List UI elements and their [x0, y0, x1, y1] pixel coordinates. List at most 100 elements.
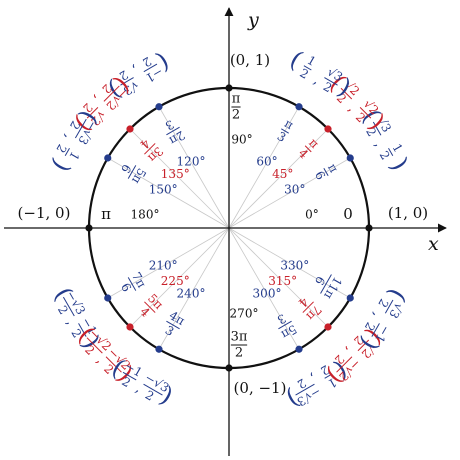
- coord-y-60-num: √3: [325, 65, 345, 85]
- radian-label-180: π: [101, 205, 111, 223]
- radian-label-120-bar: [166, 126, 180, 136]
- spoke-135: [129, 128, 230, 229]
- radian-label-90: π2: [231, 91, 241, 123]
- coord-0: (1, 0): [388, 204, 428, 222]
- radian-label-270: 3π2: [231, 329, 248, 360]
- coord-x-60-bar: [303, 65, 312, 71]
- point-60: [295, 103, 303, 111]
- spoke-150: [107, 157, 230, 229]
- spoke-300: [228, 227, 300, 350]
- radian-label-300-bar: [278, 320, 292, 330]
- degree-label-45: 45°: [272, 167, 293, 181]
- coord-x-330-num: √3: [386, 300, 406, 320]
- coord-x-210-bar: [62, 296, 75, 317]
- radian-label-60: π3: [275, 116, 296, 145]
- degree-label-225: 225°: [161, 274, 190, 288]
- radian-45: π4: [296, 135, 322, 161]
- point-120: [155, 103, 163, 111]
- radian-240: 4π3: [163, 308, 188, 339]
- point-270: [225, 364, 233, 372]
- degree-label-120: 120°: [177, 155, 206, 169]
- point-135: [126, 125, 134, 133]
- coord-comma-135: ,: [90, 92, 104, 106]
- spoke-240: [158, 227, 230, 350]
- radian-label-270-num: 3π: [231, 329, 248, 344]
- degree-label-300: 300°: [253, 286, 282, 300]
- circle-points: [85, 84, 373, 372]
- radian-60: π3: [275, 116, 296, 145]
- radian-label-300: 5π3: [275, 311, 300, 342]
- radian-label-210-bar: [127, 277, 137, 291]
- degree-label-240: 240°: [177, 286, 206, 300]
- radian-label-210: 7π6: [118, 270, 149, 294]
- radian-label-150-bar: [127, 165, 137, 179]
- coord-y-60-bar: [324, 77, 338, 86]
- radian-label-240-bar: [166, 320, 180, 330]
- coord-comma-120: ,: [129, 62, 141, 78]
- degree-label-150: 150°: [149, 183, 178, 197]
- coord-270: (0, −1): [234, 379, 287, 397]
- spoke-120: [158, 106, 230, 229]
- point-90: [225, 84, 233, 92]
- coord-y-225-bar: [105, 356, 122, 373]
- radian-120: 2π3: [163, 117, 187, 148]
- degree-label-135: 135°: [161, 167, 190, 181]
- radian-label-135-bar: [144, 143, 156, 155]
- radian-label-150: 5π6: [118, 162, 149, 187]
- radian-300: 5π3: [275, 311, 300, 342]
- degree-label-270: 270°: [230, 307, 259, 321]
- coord-x-315-bar: [357, 339, 370, 352]
- coord-comma-30: ,: [371, 138, 387, 150]
- coord-comma-300: ,: [307, 370, 319, 386]
- coord-x-30-bar: [372, 121, 382, 136]
- coord-comma-210: ,: [63, 316, 79, 328]
- point-0: [365, 224, 373, 232]
- spoke-45: [228, 128, 329, 229]
- radian-label-330-bar: [320, 274, 332, 294]
- coord-y-210-bar: [78, 323, 87, 337]
- coord-x-330-bar: [384, 299, 394, 314]
- coord-y-135-bar: [86, 107, 99, 119]
- coord-y-120-num: √3: [121, 78, 141, 98]
- coord-y-150-bar: [64, 148, 70, 156]
- radian-label-120: 2π3: [163, 117, 187, 148]
- point-240: [155, 345, 163, 353]
- point-45: [324, 125, 332, 133]
- coord-x-30-num: √3: [374, 115, 394, 135]
- coord-y-45-bar: [359, 107, 372, 119]
- y-axis-label: y: [247, 9, 259, 31]
- spoke-315: [228, 227, 329, 328]
- coord-x-120-bar: [143, 63, 158, 73]
- coord-comma-60: ,: [311, 72, 323, 88]
- coord-x-150-bar: [74, 118, 87, 139]
- coord-x-45: √22: [334, 78, 363, 107]
- degree-label-90: 90°: [231, 133, 252, 147]
- degree-label-30: 30°: [284, 183, 305, 197]
- radian-label-45: π4: [296, 135, 322, 161]
- point-330: [346, 294, 354, 302]
- radian-label-30: π6: [312, 161, 341, 182]
- spoke-30: [228, 157, 351, 229]
- radian-label-45-bar: [304, 145, 312, 153]
- coord-90: (0, 1): [230, 51, 270, 69]
- coord-y-30-bar: [388, 148, 394, 156]
- radian-label-270-den: 2: [235, 346, 243, 361]
- coord-y-315-bar: [336, 356, 353, 373]
- degree-label-330: 330°: [280, 259, 309, 273]
- coord-x-300-bar: [324, 373, 333, 379]
- coord-y-120-bar: [120, 77, 134, 86]
- radian-label-240: 4π3: [163, 308, 188, 339]
- radian-label-90-num: π: [232, 91, 241, 106]
- radian-150: 5π6: [118, 162, 149, 187]
- coord-comma-330: ,: [369, 310, 385, 322]
- radian-label-0: 0: [343, 205, 353, 223]
- radian-label-30-bar: [323, 168, 329, 176]
- coord-x-240-bar: [122, 371, 137, 381]
- coord-comma-240: ,: [133, 380, 145, 396]
- radian-label-300-num: 5π: [279, 322, 300, 342]
- coord-180: (−1, 0): [18, 204, 71, 222]
- degree-label-315: 315°: [268, 274, 297, 288]
